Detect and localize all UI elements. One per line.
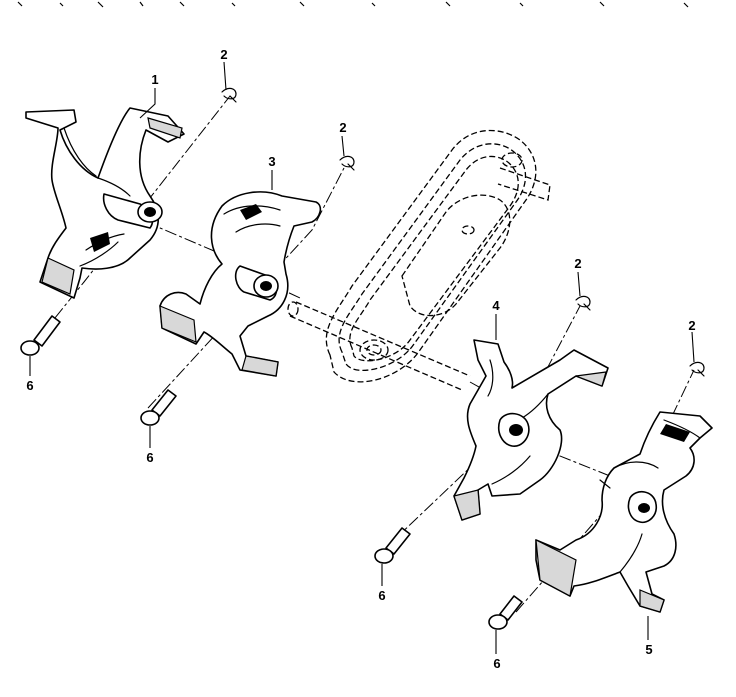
callout-6b: 6 — [146, 450, 153, 465]
callout-5: 5 — [645, 642, 652, 657]
callout-2d: 2 — [688, 318, 695, 333]
pin-clip-d — [689, 361, 705, 377]
pin-clip-a — [221, 87, 237, 103]
callout-2a: 2 — [220, 47, 227, 62]
clevis-pin-b — [140, 389, 177, 426]
callout-labels: 1 2 2 2 2 3 4 5 6 6 6 6 — [26, 47, 695, 671]
callout-2c: 2 — [574, 256, 581, 271]
tine-axle — [287, 301, 471, 391]
callout-3: 3 — [268, 154, 275, 169]
callout-1: 1 — [151, 72, 158, 87]
pin-clip-b — [339, 155, 355, 171]
top-edge-marks — [17, 1, 689, 8]
callout-2b: 2 — [339, 120, 346, 135]
callout-6c: 6 — [378, 588, 385, 603]
clevis-pin-a — [20, 315, 61, 356]
callout-leaders — [29, 61, 695, 654]
tine-3 — [159, 191, 322, 377]
tine-1 — [25, 107, 185, 299]
clevis-pin-d — [488, 595, 523, 630]
callout-6a: 6 — [26, 378, 33, 393]
tiller-housing-phantom — [325, 129, 551, 383]
callout-6d: 6 — [493, 656, 500, 671]
pin-clip-c — [575, 295, 591, 311]
tine-4 — [453, 339, 609, 521]
tine-5 — [535, 411, 713, 613]
callout-4: 4 — [492, 298, 500, 313]
clevis-pin-c — [374, 527, 411, 564]
